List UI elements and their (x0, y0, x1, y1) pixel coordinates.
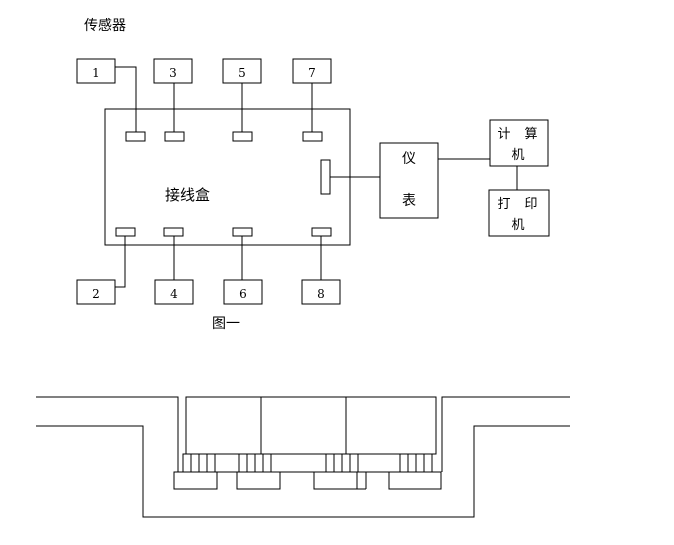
meter-char-2: 表 (402, 193, 416, 209)
terminal-4 (163, 227, 184, 237)
terminal-3 (164, 131, 185, 142)
computer-char-2: 算 (524, 127, 537, 142)
output-connector (320, 159, 331, 195)
sensor-8: 8 (301, 227, 341, 305)
sensor-2: 2 (76, 227, 136, 305)
terminal-5 (232, 131, 253, 142)
figure-caption: 图一 (212, 316, 240, 332)
computer-char-3: 机 (511, 148, 524, 163)
terminal-8 (311, 227, 332, 237)
figure-1: 传感器 接线盒 1 3 5 (76, 17, 550, 332)
sensor-5: 5 (222, 58, 262, 142)
sensor-6: 6 (223, 227, 263, 305)
printer-box: 打 印 机 (488, 189, 550, 237)
sensor-header-label: 传感器 (84, 17, 126, 34)
junction-box-label: 接线盒 (165, 186, 210, 204)
sensor-label-4: 4 (170, 287, 178, 301)
sensor-label-6: 6 (239, 287, 247, 301)
pit-cross-section (36, 396, 570, 518)
sensor-label-3: 3 (169, 66, 177, 80)
terminal-7 (302, 131, 323, 142)
meter-char-1: 仪 (402, 151, 416, 167)
meter-box: 仪 表 (379, 142, 439, 219)
printer-char-1: 打 (497, 197, 510, 212)
sensor-label-1: 1 (92, 66, 100, 80)
sensor-7: 7 (292, 58, 332, 142)
sensor-1: 1 (76, 58, 146, 142)
platform-deck (185, 396, 437, 455)
sensor-label-2: 2 (92, 287, 100, 301)
terminal-6 (232, 227, 253, 237)
sensor-label-7: 7 (308, 66, 316, 80)
junction-box (104, 108, 351, 246)
ground-left-upper (36, 396, 179, 472)
sensor-4: 4 (154, 227, 194, 305)
computer-box: 计 算 机 (489, 119, 549, 167)
printer-char-2: 印 (524, 197, 537, 212)
sensor-3: 3 (153, 58, 193, 142)
load-cell-group-3 (313, 453, 367, 490)
ground-right-upper (441, 396, 570, 472)
pit-outline (36, 425, 570, 518)
printer-char-3: 机 (511, 218, 524, 233)
terminal-1 (125, 131, 146, 142)
sensor-label-5: 5 (238, 66, 246, 80)
computer-char-1: 计 (497, 127, 510, 142)
sensor-label-8: 8 (317, 287, 325, 301)
load-cell-group-1 (173, 453, 218, 490)
load-cell-group-4 (388, 453, 442, 490)
terminal-2 (115, 227, 136, 237)
load-cell-group-2 (236, 453, 281, 490)
